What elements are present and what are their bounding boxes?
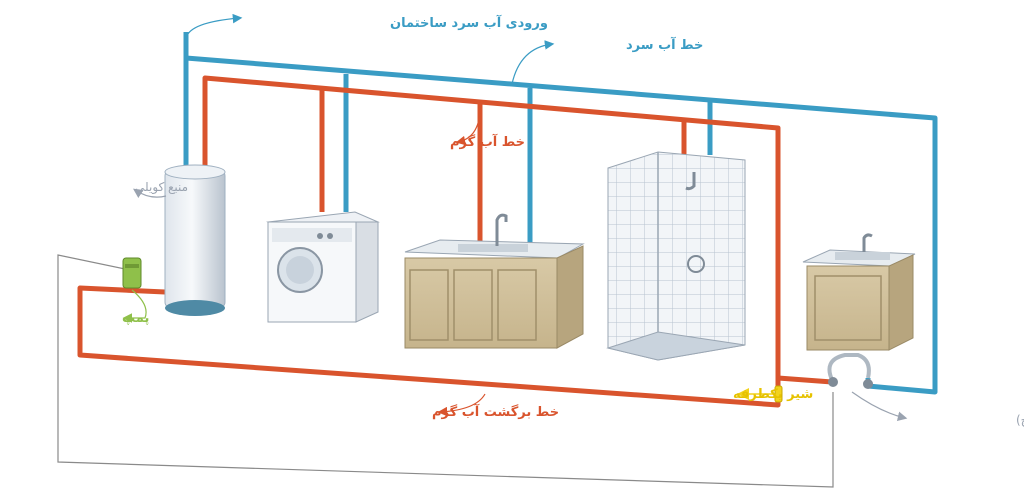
leader-pump	[122, 289, 147, 323]
washing-machine	[266, 211, 380, 323]
thermostat-sensor	[828, 377, 838, 387]
leader-return-line	[437, 393, 486, 417]
label-hot-water-return-line: خط برگشت آب گرم	[432, 403, 559, 420]
label-check-valve: شیر یکطرفه	[733, 387, 813, 402]
thermostat-sensor-cold	[863, 379, 873, 389]
coil-tank	[164, 164, 226, 316]
label-cold-water-line: خط آب سرد	[626, 36, 703, 53]
shower-stall	[606, 151, 746, 361]
leader-building-inlet	[185, 13, 243, 39]
leader-thermostat	[851, 391, 908, 421]
label-building-cold-inlet: ورودی آب سرد ساختمان	[390, 14, 548, 31]
label-pump: پمپ	[122, 311, 149, 326]
label-coil-tank: منبع کویلی	[135, 180, 188, 195]
bathroom-vanity	[802, 233, 916, 383]
label-thermostat: ترموستات دما (سوییچ)	[1016, 413, 1024, 428]
cold-water-pipes	[183, 32, 938, 395]
control-wire	[57, 254, 834, 488]
leader-coil-tank	[133, 188, 167, 198]
hot-water-pipes	[202, 75, 833, 395]
leader-hot-line	[455, 111, 481, 146]
kitchen-cabinet	[404, 213, 585, 349]
pump	[122, 257, 142, 289]
label-hot-water-line: خط آب گرم	[450, 133, 525, 150]
leader-cold-line	[511, 40, 555, 85]
